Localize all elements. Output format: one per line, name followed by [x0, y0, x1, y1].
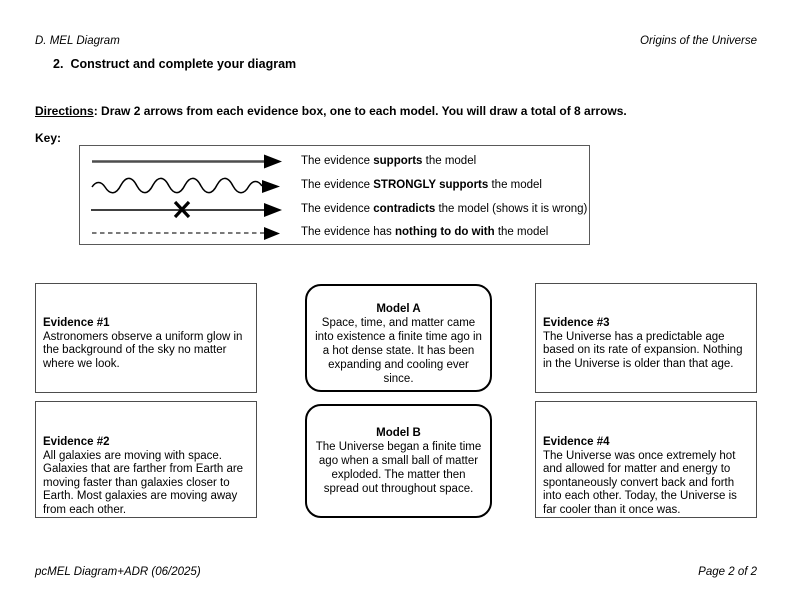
footer-page-number: Page 2 of 2	[698, 566, 757, 578]
model-title: Model A	[376, 303, 421, 315]
header-right-label: Origins of the Universe	[640, 35, 757, 47]
key-text-emphasis: nothing to do with	[394, 225, 495, 238]
dashed-arrow-icon	[90, 220, 290, 245]
key-text-prefix: The evidence	[301, 154, 374, 167]
model-box-b: Model B The Universe began a finite time …	[305, 404, 492, 518]
key-row: The evidence STRONGLY supports the model	[80, 173, 589, 198]
key-row-text: The evidence contradicts the model (show…	[301, 202, 588, 216]
evidence-title: Evidence #3	[543, 317, 610, 329]
evidence-body: All galaxies are moving with space. Gala…	[43, 449, 244, 516]
key-row: The evidence contradicts the model (show…	[80, 197, 589, 222]
directions-label: Directions	[35, 104, 94, 118]
model-title: Model B	[376, 427, 421, 439]
key-text-suffix: the model	[422, 154, 477, 167]
key-text-prefix: The evidence	[301, 178, 374, 191]
key-row: The evidence supports the model	[80, 149, 589, 174]
key-text-suffix: the model	[488, 178, 542, 191]
wavy-arrow-icon	[90, 173, 290, 198]
footer-left-label: pcMEL Diagram+ADR (06/2025)	[35, 566, 201, 578]
key-row: The evidence has nothing to do with the …	[80, 220, 589, 245]
section-prompt-text: Construct and complete your diagram	[70, 57, 297, 71]
key-text-prefix: The evidence	[301, 202, 374, 215]
evidence-title: Evidence #1	[43, 317, 110, 329]
model-body: The Universe began a finite time ago whe…	[315, 441, 482, 495]
key-text-suffix: the model	[494, 225, 549, 238]
key-row-text: The evidence supports the model	[301, 154, 477, 168]
section-number: 2.	[53, 57, 64, 71]
solid-arrow-icon	[90, 149, 290, 174]
evidence-title: Evidence #4	[543, 436, 610, 448]
evidence-body: Astronomers observe a uniform glow in th…	[43, 330, 243, 370]
key-label: Key:	[35, 131, 62, 145]
model-body: Space, time, and matter came into existe…	[315, 317, 482, 385]
evidence-body: The Universe was once extremely hot and …	[543, 449, 737, 516]
key-text-prefix: The evidence has	[301, 225, 395, 238]
directions-text: Draw 2 arrows from each evidence box, on…	[101, 104, 627, 118]
crossed-arrow-icon	[90, 197, 290, 222]
directions-line: Directions: Draw 2 arrows from each evid…	[35, 104, 627, 118]
section-prompt: 2. Construct and complete your diagram	[53, 57, 296, 71]
model-box-a: Model A Space, time, and matter came into…	[305, 284, 492, 392]
key-row-text: The evidence STRONGLY supports the model	[301, 178, 542, 192]
directions-separator: :	[93, 104, 102, 118]
key-text-emphasis: contradicts	[373, 202, 436, 215]
key-legend-box: The evidence supports the model The evid…	[79, 145, 590, 245]
key-text-emphasis: supports	[373, 154, 423, 167]
evidence-title: Evidence #2	[43, 436, 110, 448]
header-left-label: D. MEL Diagram	[35, 35, 120, 47]
evidence-body: The Universe has a predictable age based…	[543, 330, 743, 370]
key-row-text: The evidence has nothing to do with the …	[301, 225, 549, 239]
key-text-emphasis: STRONGLY supports	[373, 178, 489, 191]
key-text-suffix: the model (shows it is wrong)	[435, 202, 588, 215]
